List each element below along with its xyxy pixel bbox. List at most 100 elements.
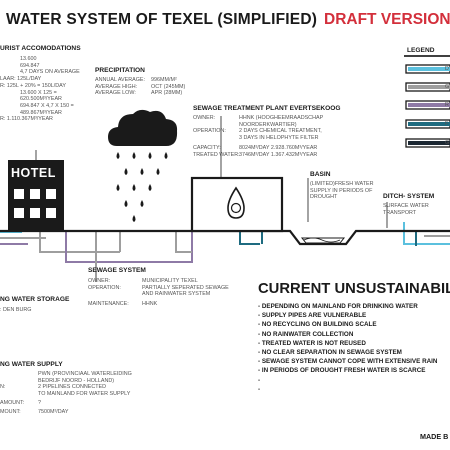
legend-swatch-4 xyxy=(405,119,450,129)
storage-title: NG WATER STORAGE xyxy=(0,296,70,303)
basin-line: DROUGHT xyxy=(310,194,338,201)
supply-key: MOUNT: xyxy=(0,408,21,415)
supply-value: TO MAINLAND FOR WATER SUPPLY xyxy=(38,391,131,398)
page-title: WATER SYSTEM OF TEXEL (SIMPLIFIED) xyxy=(6,11,318,28)
sewage-value: AND RAINWATER SYSTEM xyxy=(142,291,211,298)
legend-label-4: F xyxy=(445,121,449,127)
issue-item: - TREATED WATER IS NOT REUSED xyxy=(258,339,366,347)
precipitation-title: PRECIPITATION xyxy=(95,67,145,74)
tourist-line: 694.847 X 4,7 X 150 = xyxy=(20,102,74,109)
legend-label-1: D xyxy=(445,66,449,72)
hotel-icon xyxy=(8,160,64,231)
treatment-key: CAPACITY: xyxy=(193,144,221,151)
precip-key: AVERAGE LOW: xyxy=(95,90,136,97)
issue-item: - IN PERIODS OF DROUGHT FRESH WATER IS S… xyxy=(258,367,426,375)
supply-title: NG WATER SUPPLY xyxy=(0,361,63,368)
ditch-line: SURFACE WATER xyxy=(383,203,429,209)
sewage-value: HHNK xyxy=(142,301,158,308)
precip-value: 996MM/M² xyxy=(151,77,177,83)
issue-item: - NO CLEAR SEPARATION IN SEWAGE SYSTEM xyxy=(258,349,402,357)
rain-drops xyxy=(116,152,168,222)
sewage-key: OPERATION: xyxy=(88,284,121,291)
legend-swatch-2 xyxy=(405,82,450,92)
draft-badge: DRAFT VERSION xyxy=(324,11,450,28)
treatment-value: HHNK (HOOGHEEMRAADSCHAP xyxy=(239,115,324,121)
storage-line: : DEN BURG xyxy=(0,307,32,313)
sewage-value: PARTIALLY SEPERATED SEWAGE xyxy=(142,284,229,291)
tourist-line: 694.847 xyxy=(20,62,40,69)
precip-key: AVERAGE HIGH: xyxy=(95,83,138,90)
treatment-value: NOORDERKWARTIER) xyxy=(239,121,297,128)
legend-label-3: R xyxy=(445,102,449,108)
supply-value: ? xyxy=(38,399,41,406)
issue-item: - NO RAINWATER COLLECTION xyxy=(258,330,354,338)
legend-label-5: G xyxy=(445,140,450,146)
tourist-line: 4,7 DAYS ON AVERAGE xyxy=(20,69,80,76)
treatment-title: SEWAGE TREATMENT PLANT EVERTSEKOOG xyxy=(193,105,341,112)
treatment-value: 3746M³/DAY 1.367.432M³/YEAR xyxy=(239,151,318,158)
issue-item: - DEPENDING ON MAINLAND FOR DRINKING WAT… xyxy=(258,303,418,310)
tourist-line: 489.867M³/YEAR xyxy=(20,109,62,116)
precip-key: ANNUAL AVERAGE: xyxy=(95,77,146,83)
cloud-icon xyxy=(108,109,178,146)
precip-value: APR (28MM) xyxy=(151,90,183,97)
issue-item: - xyxy=(258,385,261,393)
legend-swatch-1 xyxy=(405,64,450,74)
supply-value: 7500M³/DAY xyxy=(38,408,69,415)
tourist-line: LAAR: 125L/DAY xyxy=(0,76,42,83)
issue-item: - SUPPLY PIPES ARE VULNERABLE xyxy=(258,312,367,320)
issue-item: - xyxy=(258,376,261,384)
supply-key: AMOUNT: xyxy=(0,399,25,406)
tourist-line: R: 125L + 20% = 150L/DAY xyxy=(0,82,66,89)
supply-value: BEDRIJF NOORD - HOLLAND) xyxy=(38,377,115,384)
treatment-block: OWNER: HHNK (HOOGHEEMRAADSCHAP NOORDERKWA… xyxy=(193,115,323,158)
tourist-line: R: 1.110.367M³/YEAR xyxy=(0,116,53,123)
supply-key: N: xyxy=(0,384,6,391)
tourist-line: 13.600 xyxy=(20,56,37,62)
precip-value: OCT (245MM) xyxy=(151,83,186,90)
basin-line: (LIMITED)FRESH WATER xyxy=(310,181,374,187)
tourist-line: 620.500M³/YEAR xyxy=(20,96,62,103)
basin-line: SUPPLY IN PERIODS OF xyxy=(310,187,373,194)
supply-value: PWN (PROVINCIAAL WATERLEIDING xyxy=(38,371,132,377)
tourist-block: 13.600 694.847 4,7 DAYS ON AVERAGE LAAR:… xyxy=(0,56,80,123)
sewage-key: OWNER: xyxy=(88,278,111,284)
treatment-key: TREATED WATER: xyxy=(193,151,240,158)
issue-item: - NO RECYCLING ON BUILDING SCALE xyxy=(258,321,377,329)
hotel-label: HOTEL xyxy=(11,166,56,180)
supply-key xyxy=(0,378,38,385)
ditch-line: TRANSPORT xyxy=(383,209,417,216)
treatment-key: OPERATION: xyxy=(193,128,226,135)
ditch-title: DITCH- SYSTEM xyxy=(383,193,435,200)
sewage-key: MAINTENANCE: xyxy=(88,301,129,308)
basin-title: BASIN xyxy=(310,171,331,178)
supply-key xyxy=(0,391,38,398)
legend-label-2: G xyxy=(445,84,450,90)
sewage-block: OWNER: MUNICIPALITY TEXEL OPERATION: PARTI… xyxy=(88,278,229,308)
issues-title: CURRENT UNSUSTAINABILITI xyxy=(258,281,450,297)
treatment-key xyxy=(193,135,239,142)
ditch-block: SURFACE WATER TRANSPORT xyxy=(383,203,429,216)
sewage-value: MUNICIPALITY TEXEL xyxy=(142,278,198,284)
made-by-label: MADE B xyxy=(420,432,449,441)
treatment-key xyxy=(193,122,239,129)
treatment-key: OWNER: xyxy=(193,115,216,121)
tourist-line: 13.600 X 125 = xyxy=(20,89,57,96)
tourist-title: URIST ACCOMODATIONS xyxy=(0,45,81,52)
treatment-plant-icon xyxy=(190,176,284,233)
legend-swatches xyxy=(404,55,450,148)
issues-list: - DEPENDING ON MAINLAND FOR DRINKING WAT… xyxy=(258,302,437,394)
treatment-value: 2 DAYS CHEMICAL TREATMENT, xyxy=(239,128,322,135)
treatment-value: 3 DAYS IN HELOPHYTE FILTER xyxy=(239,135,319,142)
basin-block: (LIMITED)FRESH WATER SUPPLY IN PERIODS O… xyxy=(310,181,374,201)
legend-title: LEGEND xyxy=(407,47,435,54)
sewage-title: SEWAGE SYSTEM xyxy=(88,267,146,274)
supply-value: 2 PIPELINES CONNECTED xyxy=(38,384,106,391)
supply-block: PWN (PROVINCIAAL WATERLEIDING BEDRIJF NO… xyxy=(0,371,132,415)
treatment-value: 8024M³/DAY 2.928.760M³/YEAR xyxy=(239,144,318,151)
legend-swatch-5 xyxy=(405,138,450,148)
legend-swatch-3 xyxy=(405,100,450,110)
supply-key xyxy=(0,371,38,378)
precipitation-block: ANNUAL AVERAGE: 996MM/M² AVERAGE HIGH: OCT… xyxy=(95,77,185,97)
